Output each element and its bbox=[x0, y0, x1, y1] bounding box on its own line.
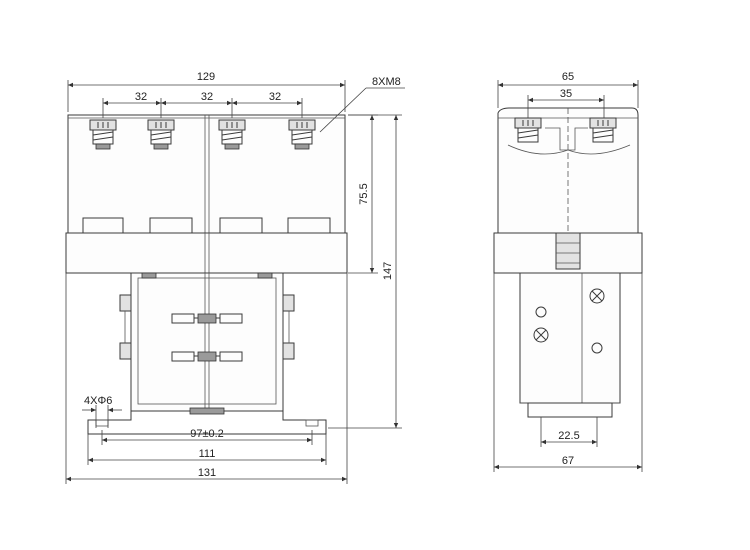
terminal-block bbox=[149, 217, 193, 234]
dim-terminal-spacing: 35 bbox=[560, 88, 572, 100]
dim-terminal-height: 75.5 bbox=[358, 183, 370, 204]
terminal-screw bbox=[89, 119, 117, 150]
dim-side-base-width: 67 bbox=[562, 455, 574, 467]
front-middle-band bbox=[65, 232, 348, 274]
side-screw bbox=[589, 288, 605, 304]
terminal-block bbox=[82, 217, 124, 234]
side-latch bbox=[555, 232, 581, 270]
dim-pitch-1: 32 bbox=[135, 91, 147, 103]
side-view: 65 35 22.5 67 bbox=[493, 71, 643, 472]
side-screw bbox=[533, 327, 549, 343]
terminal-screw bbox=[514, 117, 542, 143]
front-side-studs bbox=[119, 294, 295, 360]
terminal-screw bbox=[218, 119, 246, 150]
terminal-block bbox=[219, 217, 263, 234]
dim-pitch-2: 32 bbox=[201, 91, 213, 103]
front-right-foot bbox=[282, 411, 327, 435]
front-left-foot bbox=[87, 411, 132, 435]
terminal-screw bbox=[288, 119, 316, 150]
front-quick-connect-tabs bbox=[171, 313, 243, 362]
dim-side-width: 65 bbox=[562, 71, 574, 83]
dim-base-width: 111 bbox=[199, 448, 216, 460]
screw-spec-label: 8XM8 bbox=[372, 76, 401, 88]
terminal-screw bbox=[147, 119, 175, 150]
terminal-block bbox=[287, 217, 331, 234]
terminal-screw bbox=[589, 117, 617, 143]
side-coil-body bbox=[519, 272, 621, 404]
side-hole bbox=[535, 306, 547, 318]
dim-mount-spacing: 22.5 bbox=[558, 430, 579, 442]
front-view: 129 32 32 32 8XM8 75.5 147 4XΦ6 bbox=[65, 71, 405, 484]
hole-spec-label: 4XΦ6 bbox=[84, 395, 112, 407]
dim-hole-spacing: 97±0.2 bbox=[190, 428, 224, 440]
front-terminal-screws bbox=[89, 119, 316, 150]
front-coil-bracket bbox=[130, 272, 284, 415]
side-hole bbox=[591, 342, 603, 354]
dim-overall-width: 129 bbox=[197, 71, 215, 83]
dim-overall-height: 147 bbox=[382, 262, 394, 280]
dim-pitch-3: 32 bbox=[269, 91, 281, 103]
dim-total-width: 131 bbox=[198, 467, 216, 479]
